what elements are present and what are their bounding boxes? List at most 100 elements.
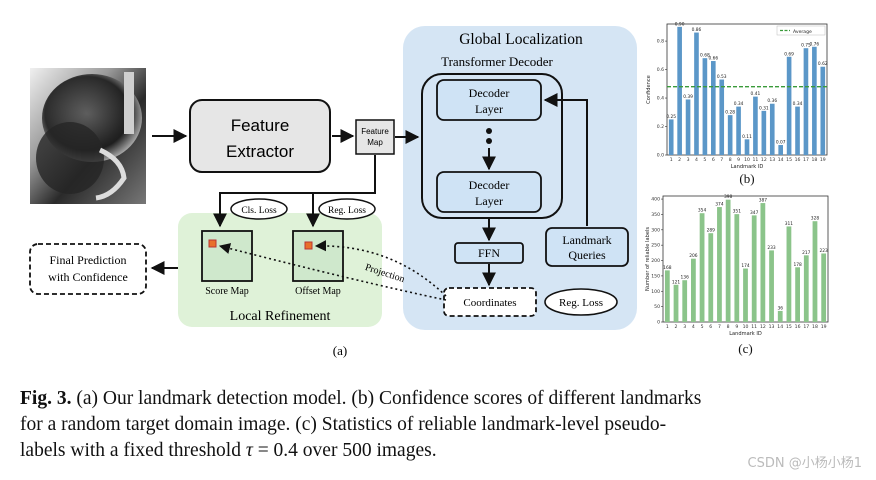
bar xyxy=(753,96,758,155)
bar xyxy=(677,26,682,156)
bar-value-label: 36 xyxy=(777,305,783,311)
bar xyxy=(744,139,750,155)
x-tick-label: 1 xyxy=(666,324,669,330)
bar-value-label: 374 xyxy=(715,202,724,208)
cls-loss-top xyxy=(230,198,288,220)
bar-value-label: 289 xyxy=(707,228,716,234)
bar xyxy=(685,99,691,155)
bar xyxy=(673,284,679,322)
y-tick-label: 300 xyxy=(651,227,660,233)
decoder-layer-top-label-2: Layer xyxy=(475,102,503,116)
decoder-layer-bottom xyxy=(436,171,542,213)
score-map-box xyxy=(201,230,253,282)
ellipsis-dot-2 xyxy=(486,138,492,144)
bar xyxy=(734,214,740,322)
bar-value-label: 0.07 xyxy=(776,140,786,146)
watermark: CSDN @小杨小杨1 xyxy=(747,456,862,471)
caption-line-1: (a) Our landmark detection model. (b) Co… xyxy=(71,388,702,409)
caption-tau: τ xyxy=(245,440,253,461)
transformer-decoder-title: Transformer Decoder xyxy=(441,54,553,69)
y-tick-label: 50 xyxy=(654,304,660,310)
y-tick-label: 100 xyxy=(651,289,660,295)
bar-value-label: 168 xyxy=(663,265,672,271)
x-tick-label: 12 xyxy=(761,157,767,163)
bar-value-label: 398 xyxy=(724,194,733,200)
bar xyxy=(795,267,800,322)
x-tick-label: 15 xyxy=(786,157,792,163)
bar xyxy=(719,79,725,155)
bar xyxy=(761,110,767,155)
bar xyxy=(751,215,757,322)
x-tick-label: 3 xyxy=(683,324,686,330)
bar xyxy=(812,221,818,322)
local-refinement-title: Local Refinement xyxy=(230,309,331,324)
bar-value-label: 121 xyxy=(672,279,681,285)
bar-value-label: 174 xyxy=(741,263,750,269)
score-map-marker xyxy=(208,239,217,248)
ellipsis-dot-1 xyxy=(486,128,492,134)
x-tick-label: 17 xyxy=(803,157,809,163)
caption-line-3-pre: labels with a fixed threshold xyxy=(20,440,246,461)
decoder-layer-bottom-label-2: Layer xyxy=(475,194,503,208)
bar xyxy=(820,66,826,155)
bar xyxy=(668,119,674,155)
y-tick-label: 150 xyxy=(651,273,660,279)
x-tick-label: 15 xyxy=(786,324,792,330)
legend-label: Average xyxy=(793,29,812,35)
arrow-queries-to-decoder xyxy=(543,93,588,226)
bar xyxy=(743,268,748,322)
x-axis-label: Landmark ID xyxy=(731,164,764,170)
global-localization-title: Global Localization xyxy=(459,31,583,48)
x-tick-label: 19 xyxy=(820,157,826,163)
x-tick-label: 5 xyxy=(703,157,706,163)
bar xyxy=(725,199,731,322)
bar xyxy=(708,233,714,322)
bar-value-label: 0.31 xyxy=(759,105,769,111)
y-tick-label: 0.8 xyxy=(657,39,664,45)
bar xyxy=(795,106,800,155)
transformer-decoder-box xyxy=(421,73,563,219)
bar-value-label: 0.75 xyxy=(801,43,811,49)
x-tick-label: 13 xyxy=(769,157,775,163)
bar xyxy=(694,32,699,155)
x-tick-label: 8 xyxy=(729,157,732,163)
bar xyxy=(786,56,792,155)
final-prediction-box xyxy=(29,243,147,295)
caption-line-2: for a random target domain image. (c) St… xyxy=(20,414,667,435)
bar-value-label: 217 xyxy=(802,250,811,256)
bar-value-label: 0.69 xyxy=(784,51,794,57)
y-tick-label: 0.4 xyxy=(657,96,664,102)
bar-value-label: 311 xyxy=(785,221,794,227)
x-tick-label: 8 xyxy=(727,324,730,330)
bar xyxy=(777,310,783,322)
bar xyxy=(691,258,696,322)
bar xyxy=(803,255,809,322)
offset-map-box xyxy=(292,230,344,282)
bar xyxy=(717,207,722,322)
x-tick-label: 10 xyxy=(744,157,750,163)
bar-value-label: 351 xyxy=(733,209,742,215)
coordinates-box xyxy=(443,287,537,317)
x-tick-label: 12 xyxy=(760,324,766,330)
x-tick-label: 7 xyxy=(720,157,723,163)
reg-loss-top xyxy=(318,198,376,220)
bar xyxy=(682,280,688,322)
confidence-chart: 0.00.20.40.60.80.2510.9020.3930.8640.685… xyxy=(646,21,828,186)
bar-value-label: 136 xyxy=(681,275,690,281)
feature-extractor-label-1: Feature xyxy=(231,116,290,135)
reg-loss-top-label: Reg. Loss xyxy=(328,206,366,216)
y-axis-label: Number of reliable labels xyxy=(645,227,651,291)
bar-value-label: 0.28 xyxy=(725,110,735,116)
caption-line-3-post: = 0.4 over 500 images. xyxy=(252,440,437,461)
bar xyxy=(786,226,792,322)
panel-label: (b) xyxy=(739,171,754,186)
x-tick-label: 5 xyxy=(701,324,704,330)
bar-value-label: 233 xyxy=(767,245,776,251)
bar xyxy=(821,253,827,322)
feature-map-label-2: Map xyxy=(367,138,383,147)
bar-value-label: 328 xyxy=(811,216,820,222)
ffn-box xyxy=(454,242,524,264)
x-tick-label: 19 xyxy=(821,324,827,330)
caption-fig-label: Fig. 3. xyxy=(20,388,72,409)
bar-value-label: 0.41 xyxy=(751,91,761,97)
